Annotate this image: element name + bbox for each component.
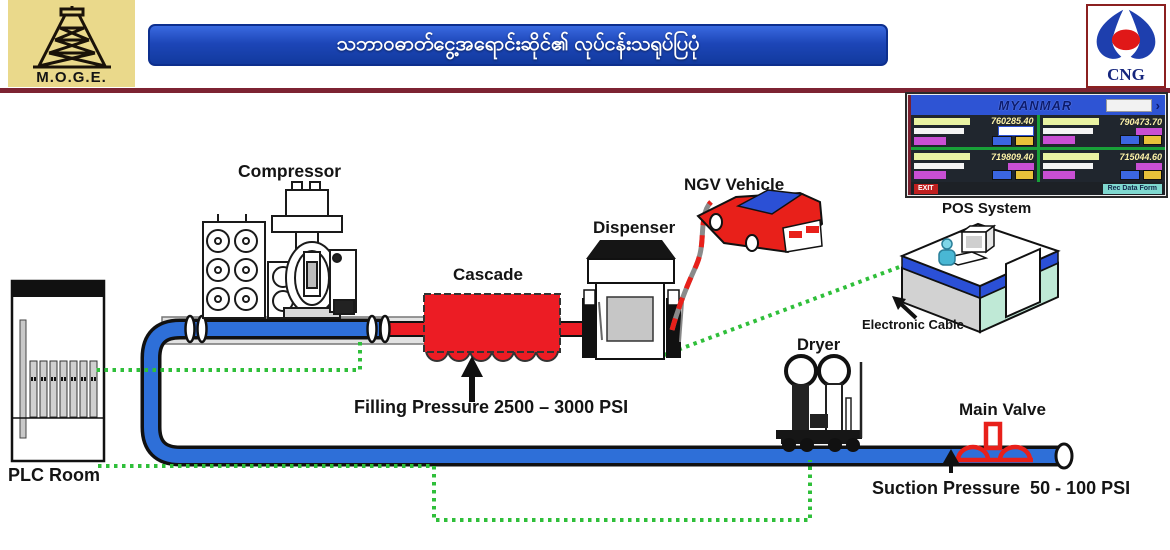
dryer-label: Dryer xyxy=(797,336,841,354)
compressor-illustration xyxy=(202,181,357,319)
pos-screen-header: MYANMAR › xyxy=(911,95,1165,115)
input-bar xyxy=(914,163,964,169)
dispenser-total: 715044.60 xyxy=(1119,151,1162,162)
exit-button[interactable]: EXIT xyxy=(914,183,938,194)
ngv-vehicle-label: NGV Vehicle xyxy=(684,175,785,194)
pos-screen: MYANMAR › 760285.40 790473.70 xyxy=(908,95,1165,195)
input-bar xyxy=(914,128,964,134)
pos-panel-4: 715044.60 xyxy=(1039,150,1165,182)
pos-screen-title: MYANMAR xyxy=(998,97,1073,113)
cng-flame-icon xyxy=(1096,9,1156,59)
panel-button[interactable] xyxy=(1120,135,1140,146)
pipe-open-end xyxy=(1054,442,1074,470)
amount-bar xyxy=(1042,136,1075,145)
moge-label: M.O.G.E. xyxy=(36,69,107,86)
dryer-illustration xyxy=(776,354,863,452)
pos-system-label: POS System xyxy=(942,200,1032,217)
electronic-cable-lines xyxy=(92,264,903,522)
amount-bar xyxy=(914,171,946,180)
suction-pressure-arrow xyxy=(943,449,959,473)
panel-button[interactable] xyxy=(991,136,1012,146)
panel-button[interactable] xyxy=(991,170,1012,181)
amount-bar xyxy=(1136,162,1162,170)
input-bar xyxy=(1042,128,1093,134)
amount-bar xyxy=(1136,127,1162,135)
filling-pressure-label: Filling Pressure 2500 – 3000 PSI xyxy=(354,397,629,417)
plc-cabinet-illustration xyxy=(10,279,106,463)
value-bar xyxy=(1042,118,1099,126)
rec-data-form-button[interactable]: Rec Data Form xyxy=(1102,183,1162,194)
page-title: သဘာဝဓာတ်ငွေ့အရောင်းဆိုင်၏ လုပ်ငန်းသရုပ်ပ… xyxy=(336,33,700,55)
cascade-label: Cascade xyxy=(453,265,523,284)
dispenser-total: 719809.40 xyxy=(990,151,1034,162)
dispenser-total: 760285.40 xyxy=(990,116,1034,126)
electronic-cable-label: Electronic Cable xyxy=(862,317,964,332)
plc-room-label: PLC Room xyxy=(8,465,100,485)
oil-derrick-icon xyxy=(32,6,111,69)
main-valve-illustration xyxy=(955,421,1033,463)
gas-pipe xyxy=(140,318,1074,470)
pos-monitor-screenshot: MYANMAR › 760285.40 790473.70 xyxy=(905,92,1168,198)
input-bar xyxy=(1042,163,1093,169)
dispenser-illustration xyxy=(582,240,684,360)
pos-system-illustration xyxy=(899,222,1061,334)
main-valve-label: Main Valve xyxy=(959,400,1046,419)
panel-button[interactable] xyxy=(1014,170,1034,181)
panel-button[interactable] xyxy=(1143,135,1162,146)
pos-panel-1: 760285.40 xyxy=(911,115,1037,147)
ngv-vehicle-illustration xyxy=(696,189,824,254)
filling-pressure-arrow xyxy=(461,356,483,402)
dispenser-label: Dispenser xyxy=(593,218,676,237)
compressor-label: Compressor xyxy=(238,161,342,181)
header-info-box xyxy=(1105,98,1152,112)
value-bar xyxy=(914,117,970,125)
panel-button[interactable] xyxy=(1014,136,1034,146)
operator-icon xyxy=(941,238,953,250)
panel-button[interactable] xyxy=(1143,170,1162,181)
value-bar xyxy=(1042,153,1099,161)
suction-pressure-label: Suction Pressure 50 - 100 PSI xyxy=(872,478,1131,498)
electronic-cable-arrow xyxy=(892,296,918,320)
amount-bar xyxy=(1007,162,1034,170)
cascade-illustration xyxy=(423,293,561,362)
amount-bar xyxy=(1042,171,1075,180)
pos-panels-grid: 760285.40 790473.70 xyxy=(911,115,1165,182)
dispenser-total: 790473.70 xyxy=(1119,116,1162,127)
panel-button[interactable] xyxy=(1120,170,1140,181)
cng-label: CNG xyxy=(1107,65,1145,84)
title-bar: သဘာဝဓာတ်ငွေ့အရောင်းဆိုင်၏ လုပ်ငန်းသရုပ်ပ… xyxy=(148,24,888,66)
selected-field[interactable] xyxy=(997,126,1034,136)
pos-footer-bar: EXIT Rec Data Form xyxy=(911,182,1165,195)
moge-logo: M.O.G.E. xyxy=(8,0,135,87)
pos-panel-2: 790473.70 xyxy=(1039,115,1165,147)
value-bar xyxy=(914,153,970,161)
filling-hose xyxy=(669,200,713,331)
nav-next-arrow[interactable]: › xyxy=(1155,97,1160,113)
maroon-divider-line xyxy=(0,88,1170,93)
cng-logo: CNG xyxy=(1086,4,1166,88)
pipe-flanges xyxy=(184,314,391,344)
pos-panel-3: 719809.40 xyxy=(911,150,1037,182)
amount-bar xyxy=(914,137,946,145)
